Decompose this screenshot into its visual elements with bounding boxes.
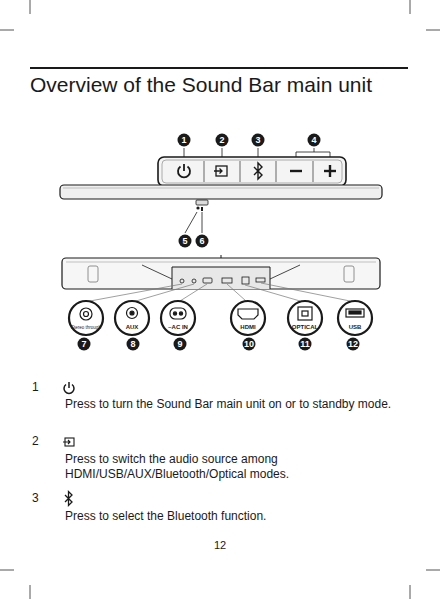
callout-number: 2 bbox=[216, 134, 229, 147]
port-label: ~AC IN bbox=[168, 324, 188, 331]
callout-number: 5 bbox=[179, 235, 192, 248]
port-label: OPTICAL bbox=[292, 324, 318, 331]
sound-bar-back bbox=[62, 255, 380, 289]
page-number: 12 bbox=[214, 539, 226, 551]
list-number: 2 bbox=[32, 434, 39, 448]
port-label: HDMI bbox=[240, 324, 255, 331]
port-label: AUX bbox=[126, 324, 139, 331]
button-panel bbox=[158, 157, 346, 186]
port-leader-lines bbox=[90, 283, 350, 301]
callout-number: 8 bbox=[127, 338, 140, 351]
callout-number: 7 bbox=[78, 338, 91, 351]
description-text: Press to select the Bluetooth function. bbox=[65, 509, 405, 524]
port-icons bbox=[80, 307, 364, 320]
sound-bar-front bbox=[60, 185, 382, 211]
description-text: Press to turn the Sound Bar main unit on… bbox=[65, 397, 405, 412]
port-label: USB bbox=[349, 324, 362, 331]
callout-number: 10 bbox=[243, 338, 256, 351]
callout-number: 12 bbox=[347, 338, 360, 351]
list-number: 1 bbox=[32, 380, 39, 394]
callout-number: 9 bbox=[174, 338, 187, 351]
callout-number: 4 bbox=[308, 134, 321, 147]
port-circles bbox=[69, 301, 372, 335]
list-number: 3 bbox=[32, 491, 39, 505]
callout-number: 3 bbox=[252, 134, 265, 147]
callout-number: 1 bbox=[178, 134, 191, 147]
callout-number: 11 bbox=[299, 338, 312, 351]
port-label: Stereo through bbox=[71, 324, 101, 331]
title-rule bbox=[30, 67, 408, 69]
description-text: Press to switch the audio source among H… bbox=[65, 452, 405, 482]
callout-number: 6 bbox=[196, 235, 209, 248]
page-title: Overview of the Sound Bar main unit bbox=[30, 73, 372, 97]
